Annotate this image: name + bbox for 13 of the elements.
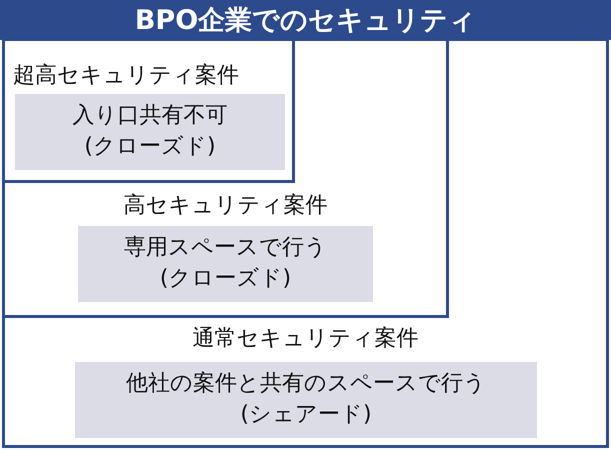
description-box [15, 94, 285, 170]
description-box [78, 226, 373, 302]
description-box [75, 362, 537, 438]
title-band: BPO企業でのセキュリティ [0, 0, 611, 40]
description-text: 入り口共有不可(クローズド) [72, 102, 228, 161]
category-heading: 高セキュリティ案件 [124, 192, 328, 220]
category-heading: 通常セキュリティ案件 [192, 325, 418, 353]
category-frame [2, 38, 609, 448]
description-text: 他社の案件と共有のスペースで行う(シェアード) [125, 370, 487, 429]
description-text: 専用スペースで行う(クローズド) [123, 234, 328, 293]
category-frame [2, 38, 295, 183]
category-frame [2, 38, 449, 318]
category-heading: 超高セキュリティ案件 [13, 62, 239, 90]
